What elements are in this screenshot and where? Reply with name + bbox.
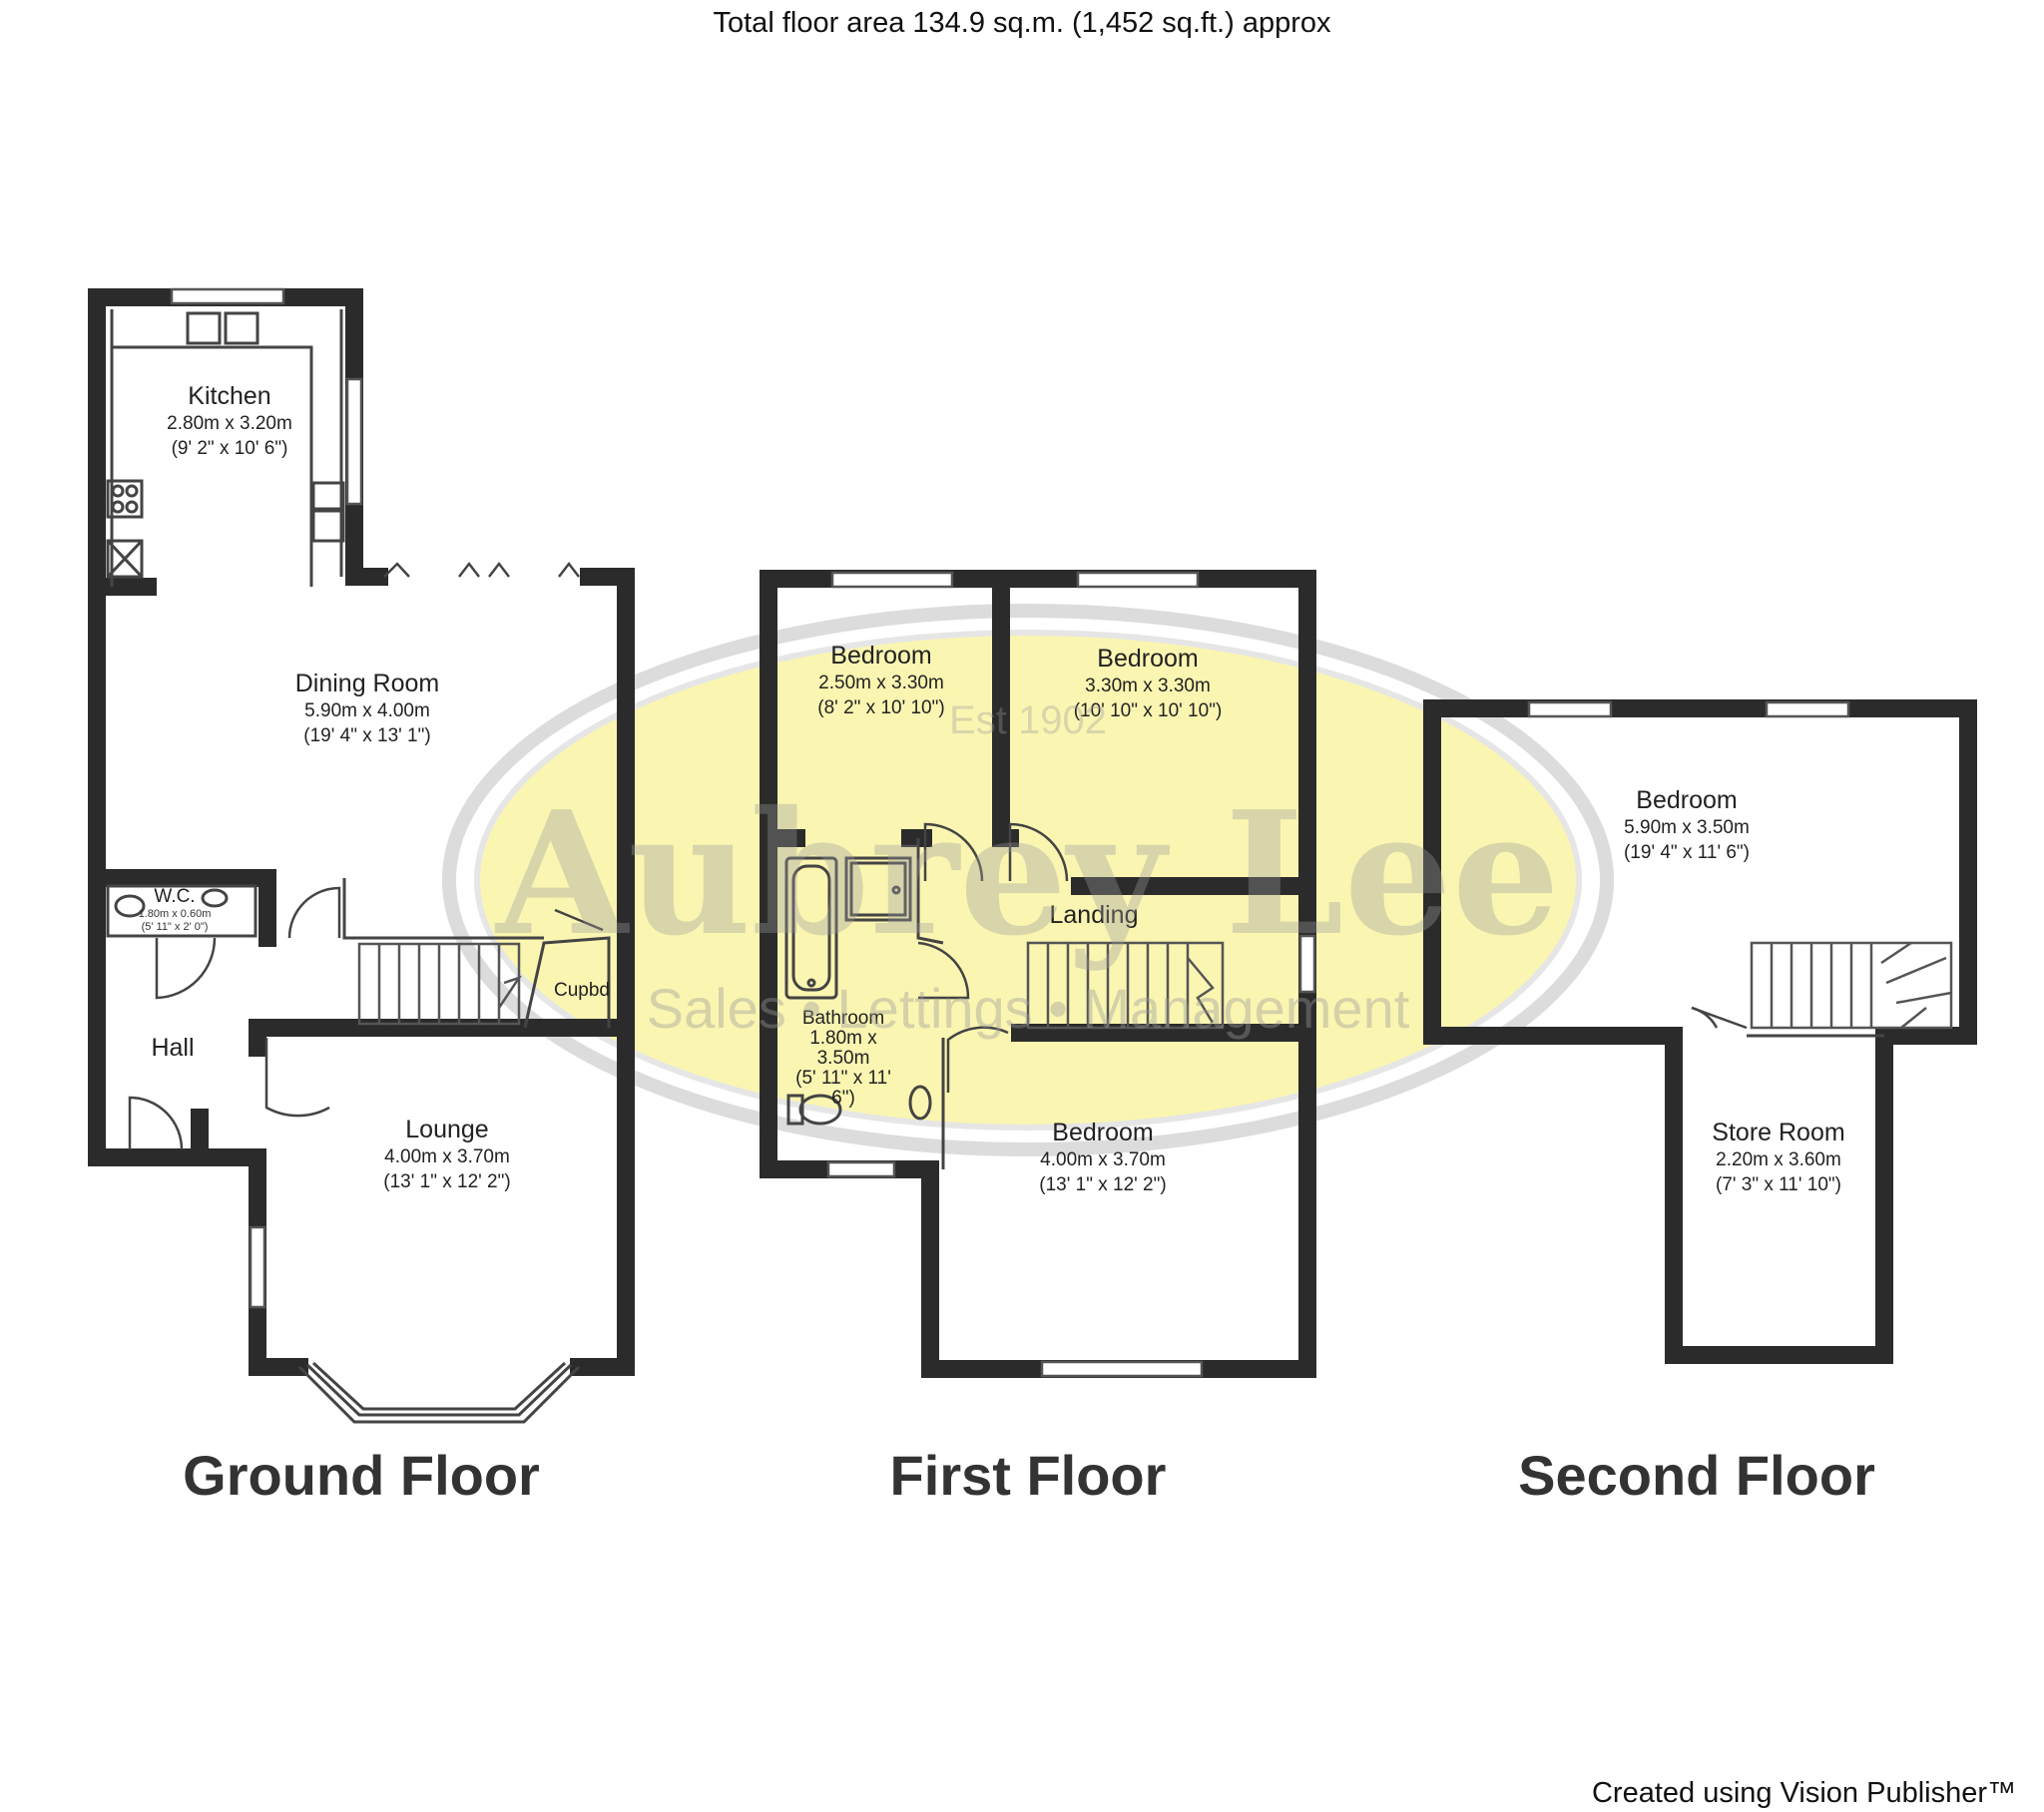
store-room-label: Store Room 2.20m x 3.60m (7' 3" x 11' 10…	[1712, 1119, 1844, 1195]
svg-text:(5' 11" x 2' 0"): (5' 11" x 2' 0")	[142, 921, 209, 933]
svg-text:Bedroom: Bedroom	[1052, 1119, 1153, 1146]
svg-text:3.30m x 3.30m: 3.30m x 3.30m	[1085, 676, 1211, 696]
total-floor-area-title: Total floor area 134.9 sq.m. (1,452 sq.f…	[714, 7, 1331, 39]
bathroom-label: Bathroom 1.80m x 3.50m (5' 11" x 11' 6")	[795, 1008, 891, 1109]
second-floor-plan	[1423, 699, 1977, 1364]
svg-text:4.00m x 3.70m: 4.00m x 3.70m	[384, 1146, 510, 1167]
second-floor-label: Second Floor	[1518, 1444, 1875, 1507]
svg-text:Store Room: Store Room	[1712, 1119, 1844, 1146]
created-with-credit: Created using Vision Publisher™	[1592, 1777, 2016, 1809]
svg-text:(19' 4" x 11' 6"): (19' 4" x 11' 6")	[1624, 842, 1750, 863]
svg-text:Aubrey Lee: Aubrey Lee	[494, 774, 1560, 974]
svg-text:(13' 1" x 12' 2"): (13' 1" x 12' 2")	[383, 1171, 510, 1192]
landing-label: Landing	[1050, 901, 1139, 929]
svg-text:(9' 2" x 10' 6"): (9' 2" x 10' 6")	[172, 438, 288, 459]
dining-room-label: Dining Room 5.90m x 4.00m (19' 4" x 13' …	[295, 670, 440, 746]
svg-text:Bedroom: Bedroom	[830, 642, 931, 670]
hall-label: Hall	[151, 1034, 194, 1062]
svg-text:2.20m x 3.60m: 2.20m x 3.60m	[1716, 1149, 1841, 1170]
svg-text:4.00m x 3.70m: 4.00m x 3.70m	[1040, 1149, 1166, 1170]
svg-text:(10' 10" x 10' 10"): (10' 10" x 10' 10")	[1074, 700, 1223, 721]
lounge-label: Lounge 4.00m x 3.70m (13' 1" x 12' 2")	[383, 1116, 510, 1192]
svg-text:2.50m x 3.30m: 2.50m x 3.30m	[818, 673, 944, 693]
svg-text:6"): 6")	[831, 1088, 855, 1109]
first-bedroom-2-label: Bedroom 3.30m x 3.30m (10' 10" x 10' 10"…	[1074, 645, 1223, 721]
ground-floor-label: Ground Floor	[183, 1444, 540, 1507]
svg-text:5.90m x 3.50m: 5.90m x 3.50m	[1624, 817, 1750, 838]
svg-text:3.50m: 3.50m	[817, 1048, 870, 1069]
kitchen-label: Kitchen 2.80m x 3.20m (9' 2" x 10' 6")	[167, 382, 292, 459]
svg-text:Bedroom: Bedroom	[1097, 645, 1198, 673]
svg-text:(8' 2" x 10' 10"): (8' 2" x 10' 10")	[817, 697, 944, 718]
svg-text:(7' 3" x 11' 10"): (7' 3" x 11' 10")	[1716, 1174, 1841, 1195]
svg-text:Sales • Lettings • Management: Sales • Lettings • Management	[647, 977, 1410, 1040]
first-floor-label: First Floor	[890, 1444, 1167, 1507]
svg-text:Dining Room: Dining Room	[295, 670, 440, 697]
svg-text:2.80m x 3.20m: 2.80m x 3.20m	[167, 413, 292, 434]
first-floor-plan	[760, 570, 1316, 1378]
svg-text:Bedroom: Bedroom	[1636, 786, 1737, 814]
wc-label: W.C. 1.80m x 0.60m (5' 11" x 2' 0")	[139, 886, 212, 933]
watermark-text: Est 1902 Aubrey Lee Sales • Lettings • M…	[494, 698, 1560, 1040]
svg-text:Lounge: Lounge	[405, 1116, 488, 1143]
svg-text:(19' 4" x 13' 1"): (19' 4" x 13' 1")	[303, 725, 430, 746]
cupboard-label: Cupbd	[554, 980, 610, 1001]
svg-text:5.90m x 4.00m: 5.90m x 4.00m	[304, 700, 430, 721]
ground-floor-plan	[88, 287, 635, 1424]
svg-text:W.C.: W.C.	[154, 886, 195, 907]
svg-text:1.80m x 0.60m: 1.80m x 0.60m	[139, 908, 212, 920]
first-bedroom-3-label: Bedroom 4.00m x 3.70m (13' 1" x 12' 2")	[1039, 1119, 1166, 1195]
svg-text:Kitchen: Kitchen	[188, 382, 270, 410]
svg-text:(13' 1" x 12' 2"): (13' 1" x 12' 2")	[1039, 1174, 1166, 1195]
svg-text:1.80m x: 1.80m x	[809, 1028, 877, 1049]
first-bedroom-1-label: Bedroom 2.50m x 3.30m (8' 2" x 10' 10")	[817, 642, 944, 718]
svg-text:Est 1902: Est 1902	[949, 698, 1107, 742]
svg-text:(5' 11" x 11': (5' 11" x 11'	[795, 1068, 891, 1089]
svg-text:Bathroom: Bathroom	[802, 1008, 884, 1029]
second-bedroom-label: Bedroom 5.90m x 3.50m (19' 4" x 11' 6")	[1624, 786, 1750, 863]
